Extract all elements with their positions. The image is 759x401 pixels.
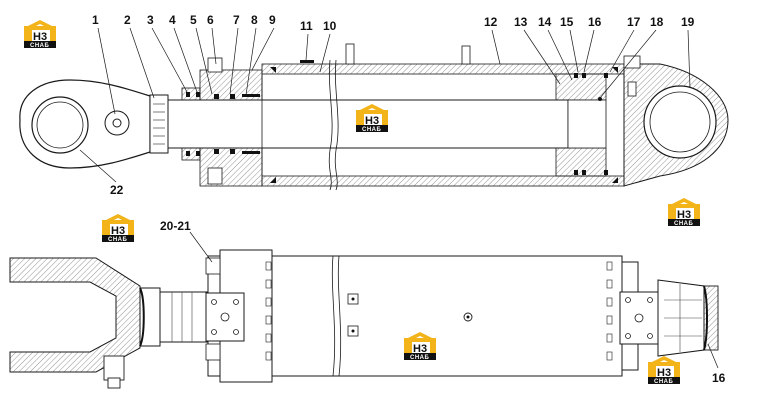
callout-13: 13 xyxy=(514,15,528,29)
callout-16-top: 16 xyxy=(588,15,602,29)
head-flange xyxy=(205,249,273,383)
callout-18: 18 xyxy=(650,15,664,29)
leader-lines-bottom xyxy=(189,231,719,369)
leader-lines-top xyxy=(79,27,691,183)
callout-12: 12 xyxy=(484,15,498,29)
cylinder-head xyxy=(181,57,263,187)
logos: H3 CHAБ H3 CHAБ H3 CHAБ H3 CHAБ H3 CHAБ … xyxy=(24,20,700,385)
svg-text:CHAБ: CHAБ xyxy=(30,43,49,49)
logo-mark-4: H3 CHAБ xyxy=(668,198,700,227)
bottom-external-view xyxy=(9,231,719,389)
callout-9: 9 xyxy=(269,13,276,27)
callout-14: 14 xyxy=(538,15,552,29)
callout-6: 6 xyxy=(207,13,214,27)
svg-text:H3: H3 xyxy=(365,115,379,127)
svg-text:H3: H3 xyxy=(657,367,671,379)
svg-text:H3: H3 xyxy=(111,225,125,237)
callout-8: 8 xyxy=(251,13,258,27)
callout-3: 3 xyxy=(147,13,154,27)
svg-text:CHAБ: CHAБ xyxy=(108,237,127,243)
logo-mark-2: H3 CHAБ xyxy=(356,104,388,133)
logo-mark-5: H3 CHAБ xyxy=(404,332,436,361)
svg-text:CHAБ: CHAБ xyxy=(674,221,693,227)
svg-text:H3: H3 xyxy=(413,343,427,355)
logo-mark-6: H3 CHAБ xyxy=(648,356,680,385)
callout-4: 4 xyxy=(169,13,176,27)
tube-external xyxy=(271,255,623,377)
svg-text:CHAБ: CHAБ xyxy=(362,127,381,133)
callout-11: 11 xyxy=(300,19,313,33)
callout-20-21: 20-21 xyxy=(160,219,191,233)
callout-17: 17 xyxy=(627,15,641,29)
svg-text:H3: H3 xyxy=(677,209,691,221)
logo-mark-1: H3 CHAБ xyxy=(24,20,56,49)
callout-19: 19 xyxy=(681,15,695,29)
callout-5: 5 xyxy=(190,13,197,27)
svg-text:CHAБ: CHAБ xyxy=(654,379,673,385)
callout-15: 15 xyxy=(560,15,574,29)
piston xyxy=(555,73,608,177)
cylinder-cap-eye xyxy=(623,55,729,187)
top-section-view xyxy=(19,27,729,191)
logo-mark-3: H3 CHAБ xyxy=(102,214,134,243)
callout-labels: 1 2 3 4 5 6 7 8 9 11 10 12 13 14 15 16 1… xyxy=(92,13,726,385)
callout-1: 1 xyxy=(92,13,99,27)
callout-22: 22 xyxy=(110,183,124,197)
callout-2: 2 xyxy=(124,13,131,27)
callout-10: 10 xyxy=(323,19,337,33)
svg-text:H3: H3 xyxy=(33,31,47,43)
callout-16-bottom: 16 xyxy=(712,371,726,385)
svg-text:CHAБ: CHAБ xyxy=(410,355,429,361)
cap-end-external xyxy=(619,261,719,371)
clevis-fork xyxy=(9,257,141,389)
callout-7: 7 xyxy=(233,13,240,27)
